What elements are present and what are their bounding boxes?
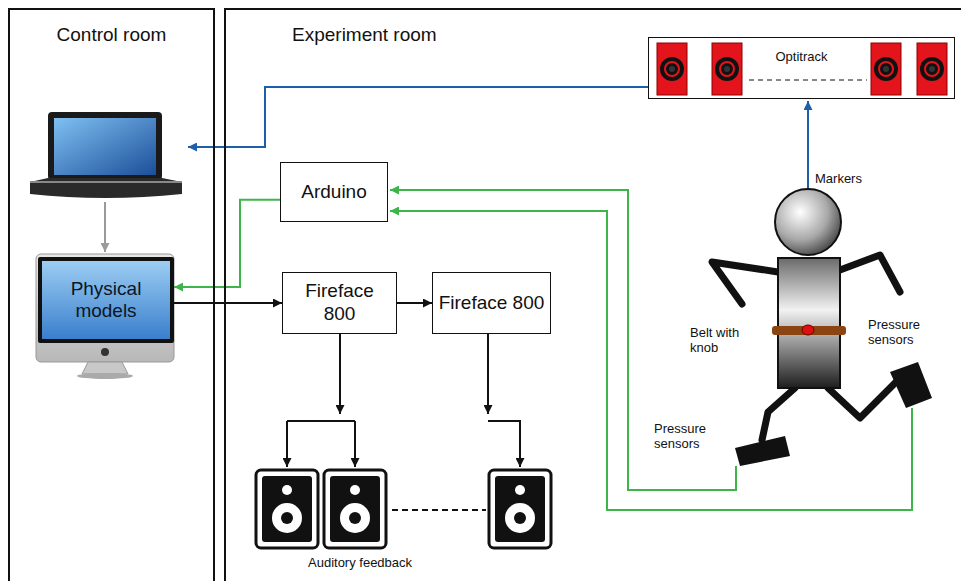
connector bbox=[174, 302, 282, 304]
node-label: Experiment room bbox=[292, 24, 961, 47]
mocap-camera bbox=[712, 43, 742, 95]
loudspeaker bbox=[324, 470, 386, 548]
speaker-row bbox=[256, 470, 551, 548]
annotation: Auditory feedback bbox=[308, 556, 448, 571]
laptop-icon bbox=[30, 112, 182, 198]
mocap-camera bbox=[657, 43, 687, 95]
audio-line bbox=[488, 421, 520, 467]
annotation: Markers bbox=[815, 172, 885, 187]
foot-sensor bbox=[890, 362, 932, 408]
tracking-line bbox=[188, 87, 648, 147]
desktop-computer bbox=[82, 362, 128, 374]
room-panel: Physical models Control room bbox=[8, 8, 215, 581]
torso bbox=[778, 258, 840, 388]
node-label: Physical models bbox=[46, 278, 166, 322]
audio-line bbox=[287, 420, 355, 422]
room-panel: OptitrackArduinoFireface 800 Fireface 800… bbox=[224, 8, 961, 581]
loudspeaker bbox=[489, 470, 551, 548]
data-line bbox=[104, 202, 106, 252]
signal-line bbox=[105, 87, 912, 510]
audio-line bbox=[354, 421, 356, 467]
laptop-icon bbox=[48, 112, 162, 180]
head bbox=[775, 189, 841, 255]
desktop-computer bbox=[36, 254, 174, 379]
tracking-line bbox=[807, 101, 809, 189]
camera-bar: Optitrack bbox=[648, 37, 955, 99]
dashed-continuation bbox=[392, 509, 486, 511]
limb bbox=[840, 255, 900, 292]
camera-row bbox=[649, 38, 956, 100]
limb bbox=[762, 388, 795, 440]
sensor-wire bbox=[390, 190, 736, 490]
loudspeaker bbox=[256, 470, 318, 548]
annotation: Pressure sensors bbox=[654, 422, 722, 452]
foot-sensor bbox=[735, 436, 790, 466]
connector bbox=[397, 302, 432, 304]
dashed-continuation bbox=[749, 80, 867, 81]
device-box: Fireface 800 bbox=[432, 272, 551, 334]
node-label: Optitrack bbox=[775, 50, 827, 65]
annotation: Pressure sensors bbox=[868, 318, 936, 348]
connector bbox=[174, 200, 280, 287]
mocap-camera bbox=[871, 43, 901, 95]
laptop-icon bbox=[30, 181, 182, 183]
limb bbox=[712, 262, 778, 304]
laptop-icon bbox=[54, 118, 156, 175]
node-label: Control room bbox=[10, 24, 213, 47]
device-box: Fireface 800 bbox=[282, 272, 397, 334]
desktop-computer bbox=[36, 254, 174, 362]
node-label: Arduino bbox=[301, 181, 367, 204]
mocap-camera bbox=[917, 43, 947, 95]
belt bbox=[772, 326, 846, 335]
computer-screen: Physical models bbox=[38, 257, 174, 343]
node-label: Fireface 800 bbox=[287, 280, 392, 326]
sensor-wire bbox=[390, 211, 912, 510]
laptop-icon bbox=[30, 178, 182, 198]
limb bbox=[712, 255, 900, 440]
audio-line bbox=[286, 421, 288, 467]
node-label: Fireface 800 bbox=[439, 292, 545, 315]
desktop-computer bbox=[77, 373, 133, 379]
audio-line bbox=[487, 334, 489, 414]
audio-line bbox=[339, 334, 341, 414]
annotation: Belt with knob bbox=[690, 326, 756, 356]
belt-knob bbox=[802, 325, 814, 335]
desktop-computer bbox=[101, 348, 109, 356]
device-box: Arduino bbox=[280, 162, 388, 222]
